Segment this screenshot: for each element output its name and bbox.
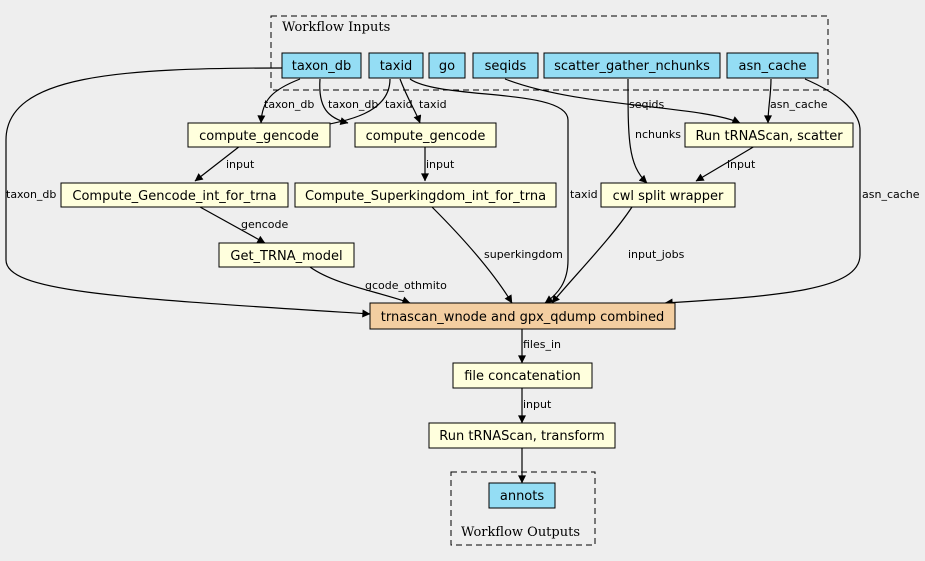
edge-cwl-split-to-main: [551, 206, 633, 304]
node-label: annots: [500, 489, 544, 504]
edge-labels: taxon_db taxon_db taxid taxid taxon_db t…: [6, 98, 920, 411]
input-asn-cache[interactable]: asn_cache: [726, 52, 819, 79]
edge-label: taxid: [570, 188, 598, 201]
step-run-trnascan-scatter[interactable]: Run tRNAScan, scatter: [684, 122, 854, 148]
edge-nchunks-to-cwl-split: [627, 78, 648, 184]
step-file-concatenation[interactable]: file concatenation: [452, 362, 593, 389]
step-trnascan-wnode-gpx-qdump-combined[interactable]: trnascan_wnode and gpx_qdump combined: [369, 302, 676, 330]
edge-label: taxon_db: [264, 98, 314, 111]
edge-run-scatter-to-cwl-split: [695, 145, 756, 182]
edge-gencode-int-to-get-trna-model: [199, 206, 266, 244]
step-run-trnascan-transform[interactable]: Run tRNAScan, transform: [428, 422, 616, 449]
input-seqids[interactable]: seqids: [472, 52, 539, 79]
node-label: scatter_gather_nchunks: [554, 59, 710, 74]
workflow-inputs-title: Workflow Inputs: [282, 20, 390, 35]
step-cwl-split-wrapper[interactable]: cwl split wrapper: [600, 182, 736, 208]
node-label: compute_gencode: [199, 129, 319, 144]
edge-label: taxon_db: [328, 98, 378, 111]
edge-label: asn_cache: [862, 188, 920, 201]
step-compute-gencode-int-for-trna[interactable]: Compute_Gencode_int_for_trna: [60, 182, 289, 208]
edge-taxon-db-to-main: [5, 67, 371, 318]
workflow-outputs-title: Workflow Outputs: [461, 525, 580, 540]
edge-taxon-db-to-compute-gencode-1: [257, 78, 301, 124]
node-label: taxon_db: [292, 59, 352, 74]
node-label: asn_cache: [739, 59, 807, 74]
edge-taxon-db-to-compute-gencode-2: [319, 78, 349, 126]
workflow-inputs-cluster: Workflow Inputs: [270, 15, 829, 91]
node-label: Compute_Gencode_int_for_trna: [72, 189, 276, 204]
edge-asn-cache-to-run-scatter: [764, 78, 773, 124]
edge-label: input_jobs: [628, 248, 685, 261]
input-taxon-db[interactable]: taxon_db: [281, 52, 362, 79]
step-get-trna-model[interactable]: Get_TRNA_model: [218, 242, 355, 268]
edge-label: taxid: [385, 98, 413, 111]
step-compute-gencode-1[interactable]: compute_gencode: [187, 122, 331, 148]
edge-label: superkingdom: [484, 248, 563, 261]
edge-label: seqids: [629, 98, 665, 111]
edge-label: gencode: [241, 218, 288, 231]
edge-get-trna-model-to-main: [309, 266, 411, 305]
edge-taxid-to-compute-gencode-2: [399, 78, 422, 124]
nodes: taxon_db taxid go seqids scatter_gather_…: [60, 52, 854, 509]
node-label: trnascan_wnode and gpx_qdump combined: [381, 310, 664, 325]
edge-label: gcode_othmito: [365, 279, 447, 292]
input-go[interactable]: go: [428, 52, 466, 79]
node-label: seqids: [485, 59, 527, 74]
edge-label: asn_cache: [770, 98, 828, 111]
node-label: Run tRNAScan, scatter: [695, 129, 843, 144]
edge-seqids-to-run-scatter: [504, 78, 741, 124]
node-label: go: [439, 59, 455, 74]
edge-label: input: [523, 398, 552, 411]
node-label: compute_gencode: [366, 129, 486, 144]
node-label: taxid: [380, 59, 413, 74]
output-annots[interactable]: annots: [488, 482, 556, 509]
edge-label: input: [226, 158, 255, 171]
input-taxid[interactable]: taxid: [368, 52, 424, 79]
edge-asn-cache-to-main: [664, 78, 861, 307]
step-compute-superkingdom-int-for-trna[interactable]: Compute_Superkingdom_int_for_trna: [294, 182, 557, 208]
edges: [5, 67, 861, 484]
edge-label: taxid: [419, 98, 447, 111]
edge-superkingdom-int-to-main: [431, 206, 513, 304]
node-label: Compute_Superkingdom_int_for_trna: [305, 189, 546, 204]
edge-label: nchunks: [635, 128, 681, 141]
edge-taxid-to-main: [409, 78, 569, 304]
node-label: Get_TRNA_model: [230, 249, 342, 264]
step-compute-gencode-2[interactable]: compute_gencode: [354, 122, 497, 148]
workflow-outputs-cluster: Workflow Outputs: [450, 471, 596, 546]
input-scatter-gather-nchunks[interactable]: scatter_gather_nchunks: [543, 52, 721, 79]
node-label: Run tRNAScan, transform: [439, 429, 604, 444]
edge-compute-gencode-to-compute-gencode-int: [194, 145, 241, 182]
node-label: file concatenation: [464, 369, 581, 384]
edge-label: taxon_db: [6, 188, 56, 201]
edge-label: input: [426, 158, 455, 171]
node-label: cwl split wrapper: [613, 189, 724, 204]
edge-label: input: [727, 158, 756, 171]
edge-label: files_in: [523, 338, 561, 351]
